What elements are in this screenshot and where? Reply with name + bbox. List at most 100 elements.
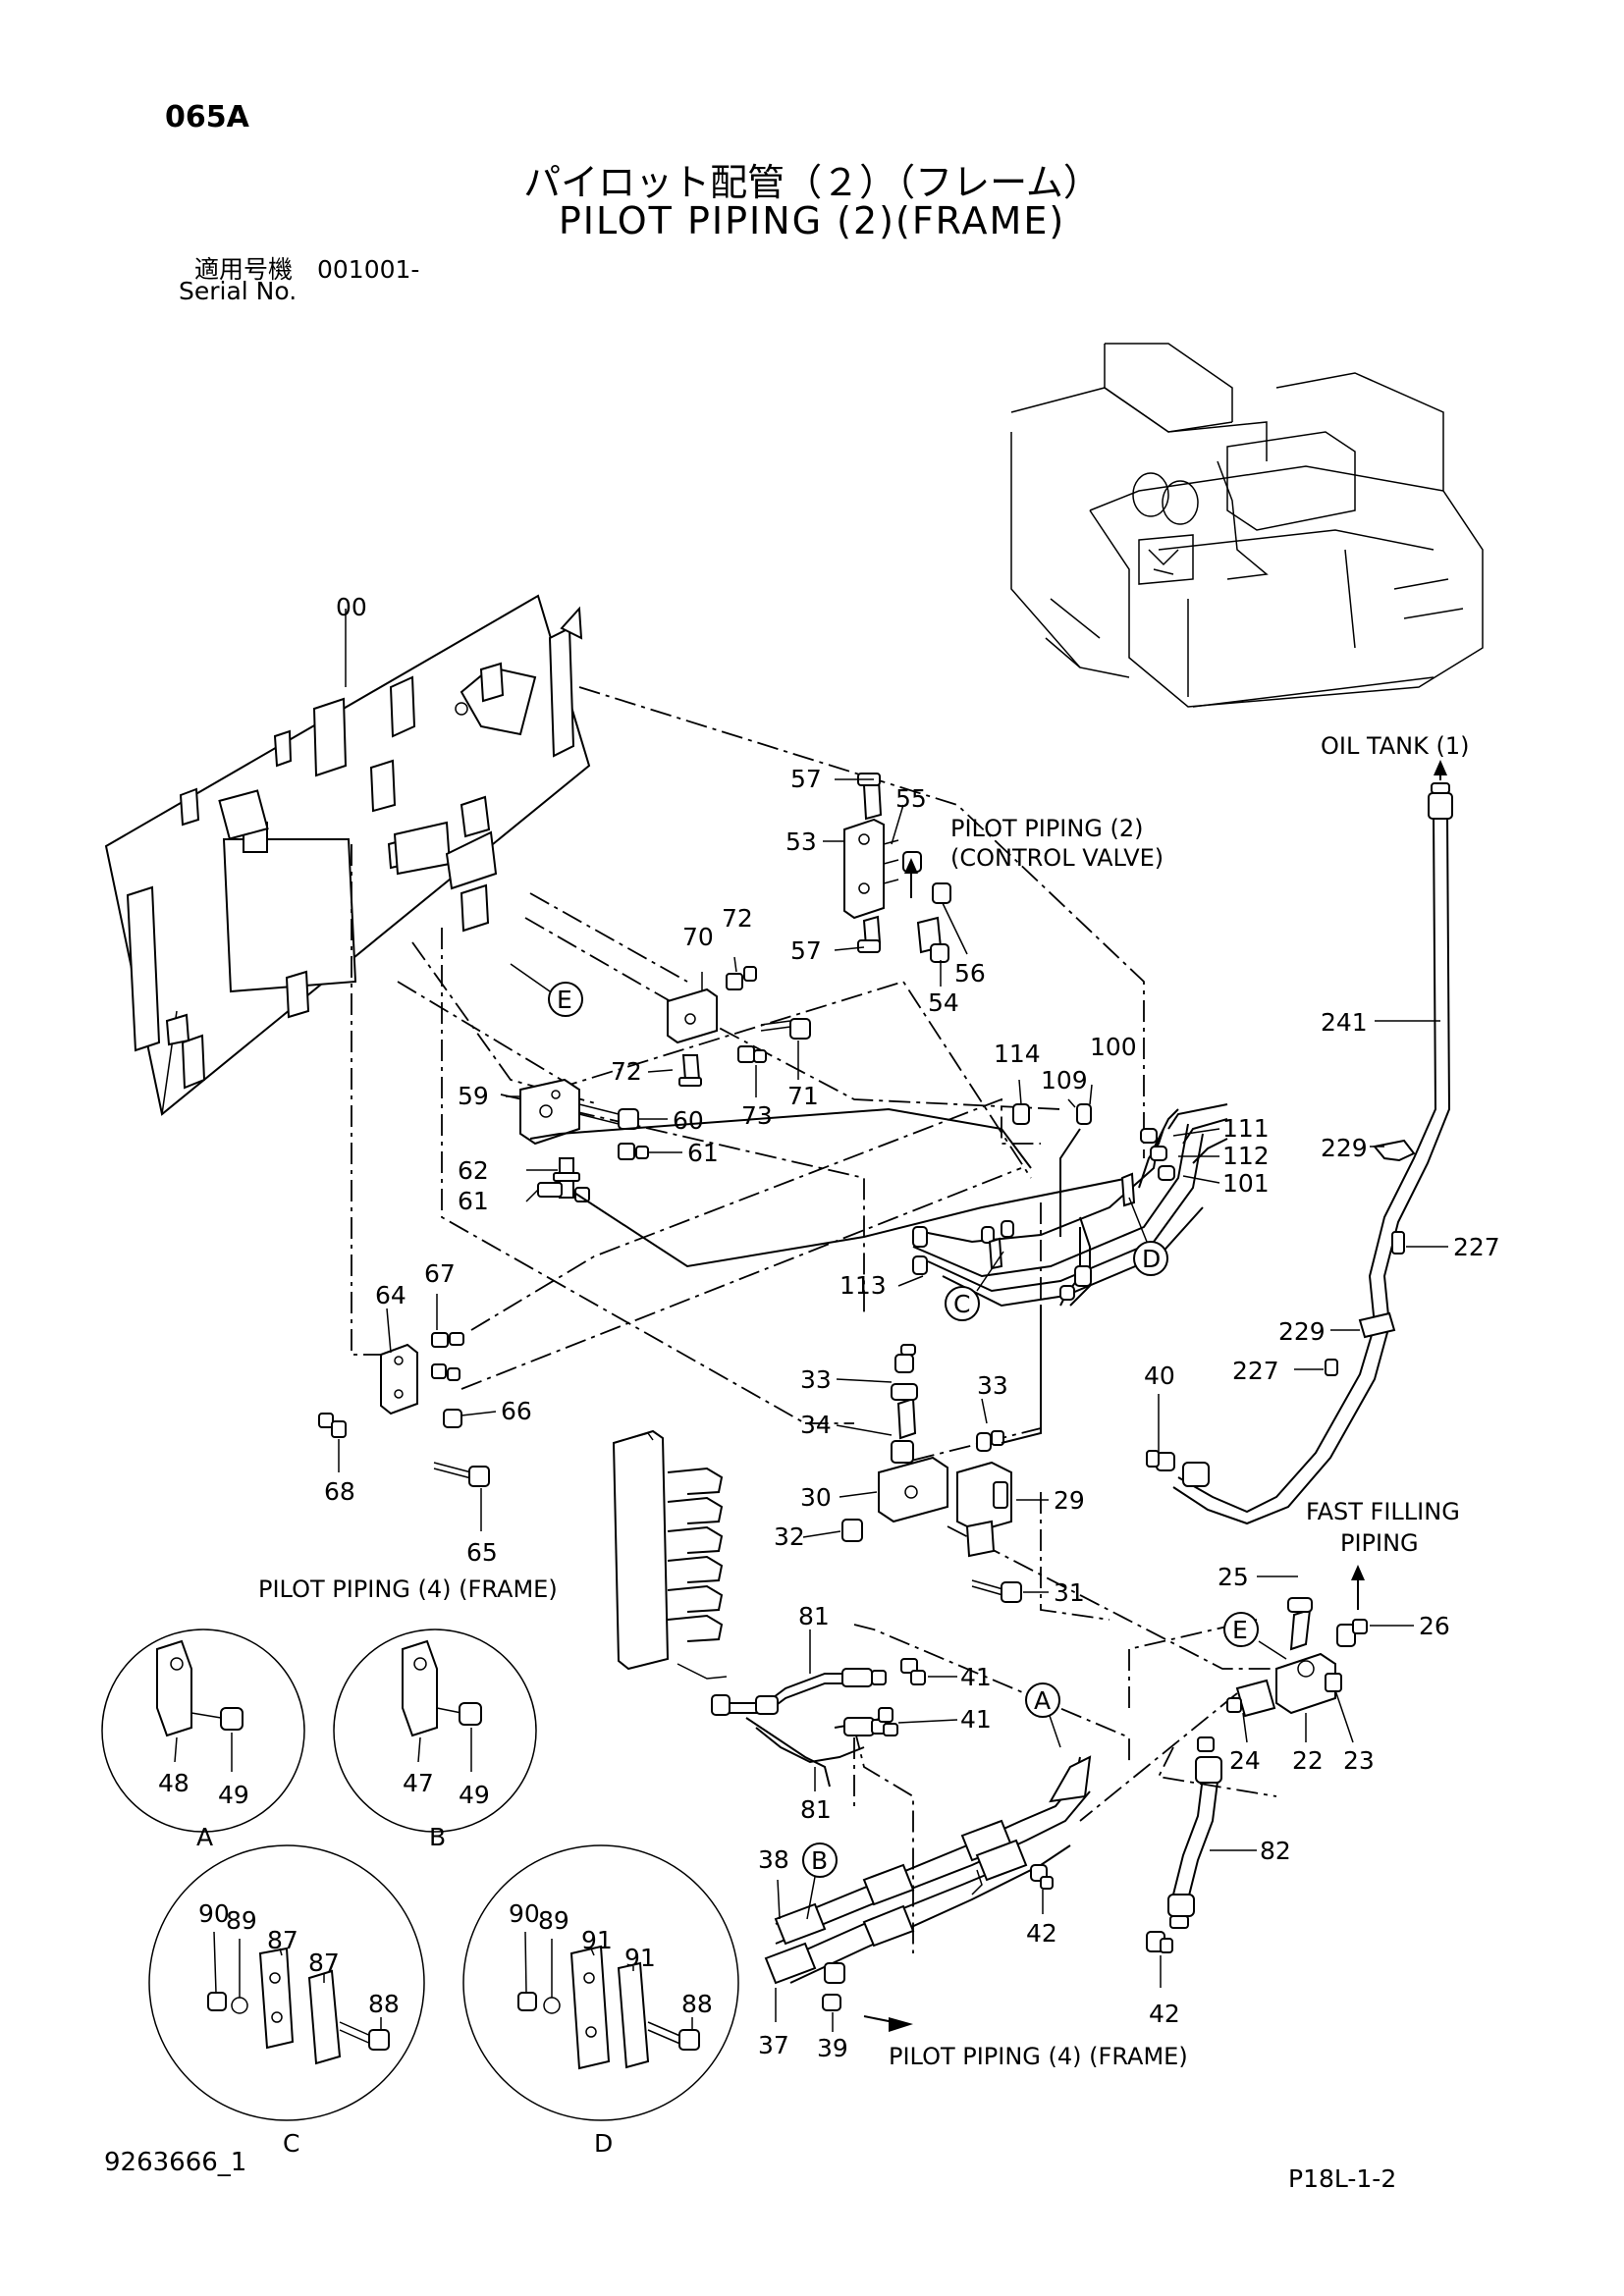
part-label-32: 32 [774, 1522, 805, 1551]
oil-tank-hose-241: 241 229 227 229 227 40 [1144, 760, 1500, 1525]
part-label-59: 59 [458, 1082, 489, 1110]
valve-block-53: 57 55 53 57 56 54 [785, 765, 986, 1017]
callout-C: C [945, 1251, 1004, 1321]
part-label-61: 61 [687, 1139, 719, 1167]
part-label-30: 30 [800, 1483, 832, 1512]
hose-assembly-81: 81 41 41 81 [711, 1602, 992, 1824]
pilot-piping-control-valve-annotation: PILOT PIPING (2) [950, 815, 1144, 842]
part-label-29: 29 [1054, 1486, 1085, 1515]
part-label-100: 100 [1090, 1033, 1137, 1061]
part-label-72: 72 [722, 904, 753, 933]
callout-A: A [1025, 1682, 1061, 1748]
part-label-88: 88 [368, 1990, 400, 2018]
part-label-42: 42 [1149, 2000, 1180, 2028]
part-label-87: 87 [308, 1949, 340, 1977]
part-label-229: 229 [1278, 1317, 1326, 1346]
part-label-23: 23 [1343, 1746, 1375, 1775]
part-label-91: 91 [581, 1926, 613, 1954]
detail-label-D: D [594, 2129, 613, 2158]
document-number: 9263666_1 [104, 2148, 247, 2177]
svg-text:E: E [1232, 1616, 1248, 1644]
part-label-25: 25 [1218, 1563, 1249, 1591]
pilot-tube-bundle: 114 100 109 111 112 101 113 [529, 1033, 1270, 1308]
part-label-67: 67 [424, 1259, 456, 1288]
part-label-68: 68 [324, 1477, 355, 1506]
part-label-22: 22 [1292, 1746, 1324, 1775]
fast-filling-annotation-line2: PIPING [1340, 1529, 1419, 1557]
part-label-89: 89 [538, 1906, 569, 1935]
part-label-81: 81 [800, 1795, 832, 1824]
part-label-109: 109 [1041, 1066, 1088, 1095]
part-label-55: 55 [895, 784, 927, 813]
pilot-piping-frame-annotation: PILOT PIPING (4) (FRAME) [258, 1575, 558, 1603]
part-label-87: 87 [267, 1926, 298, 1954]
part-label-49: 49 [218, 1781, 249, 1809]
svg-text:D: D [1142, 1245, 1161, 1273]
part-label-114: 114 [994, 1040, 1041, 1068]
valve-block-59: 59 60 61 62 61 [458, 1078, 719, 1215]
part-label-91: 91 [624, 1944, 656, 1972]
part-label-42: 42 [1026, 1919, 1057, 1948]
svg-text:E: E [557, 986, 572, 1014]
pipe-block-37-38: 38 37 39 42 42 [758, 1755, 1180, 2062]
part-label-41: 41 [960, 1663, 992, 1691]
part-label-81: 81 [798, 1602, 830, 1630]
callout-B: B [802, 1842, 838, 1920]
part-label-227: 227 [1232, 1357, 1279, 1385]
part-label-112: 112 [1222, 1142, 1270, 1170]
part-label-89: 89 [226, 1906, 257, 1935]
serial-label: Serial No. [179, 277, 298, 305]
part-label-66: 66 [501, 1397, 532, 1425]
pilot-piping-frame-annotation-bottom: PILOT PIPING (4) (FRAME) [889, 2043, 1188, 2070]
part-label-82: 82 [1260, 1837, 1291, 1865]
part-label-56: 56 [954, 959, 986, 988]
svg-text:A: A [1034, 1686, 1051, 1715]
part-label-38: 38 [758, 1845, 789, 1874]
part-label-72: 72 [611, 1057, 642, 1086]
valve-block-64: 64 67 66 68 65 [318, 1259, 532, 1567]
part-label-40: 40 [1144, 1362, 1175, 1390]
part-label-39: 39 [817, 2034, 848, 2062]
pilot-piping-control-valve-annotation-line2: (CONTROL VALVE) [950, 844, 1164, 872]
part-label-61: 61 [458, 1187, 489, 1215]
part-label-90: 90 [198, 1899, 230, 1928]
part-label-65: 65 [466, 1538, 498, 1567]
fast-filling-annotation: FAST FILLING [1306, 1498, 1460, 1525]
page-code-label: 065A [165, 100, 249, 134]
part-label-48: 48 [158, 1769, 189, 1797]
callout-E-plate: E [510, 963, 583, 1017]
hose-82: 82 [1167, 1736, 1291, 1929]
part-label-47: 47 [403, 1769, 434, 1797]
part-label-111: 111 [1222, 1114, 1270, 1143]
part-label-33: 33 [800, 1365, 832, 1394]
part-label-70: 70 [682, 923, 714, 951]
part-label-00: 00 [336, 593, 367, 621]
part-label-49: 49 [459, 1781, 490, 1809]
detail-view-B: 47 49 B [333, 1629, 537, 1851]
oil-tank-annotation: OIL TANK (1) [1321, 732, 1470, 760]
part-label-57: 57 [790, 765, 822, 793]
valve-block-30: 33 33 34 30 29 32 31 [774, 1306, 1085, 1607]
part-label-227: 227 [1453, 1233, 1500, 1261]
part-label-57: 57 [790, 936, 822, 965]
valve-block-22: 25 26 24 22 23 [1218, 1563, 1450, 1775]
callout-E-block: E [1223, 1612, 1287, 1660]
callout-D: D [1128, 1197, 1168, 1276]
serial-label-japanese: 適用号機 001001- [194, 255, 420, 284]
valve-block-70: 70 72 72 73 71 [611, 904, 819, 1130]
svg-text:C: C [953, 1290, 970, 1318]
part-label-88: 88 [681, 1990, 713, 2018]
part-label-71: 71 [787, 1082, 819, 1110]
part-label-53: 53 [785, 828, 817, 856]
part-label-37: 37 [758, 2031, 789, 2059]
part-label-73: 73 [741, 1101, 773, 1130]
detail-label-B: B [429, 1823, 446, 1851]
page-title: PILOT PIPING (2)(FRAME) [558, 199, 1066, 242]
svg-text:B: B [811, 1846, 828, 1875]
page-title-japanese: パイロット配管（２）（フレーム） [523, 161, 1101, 204]
part-label-62: 62 [458, 1156, 489, 1185]
part-label-33: 33 [977, 1371, 1008, 1400]
part-label-60: 60 [673, 1106, 704, 1135]
frame-plate-assembly: 00 [104, 593, 591, 1116]
